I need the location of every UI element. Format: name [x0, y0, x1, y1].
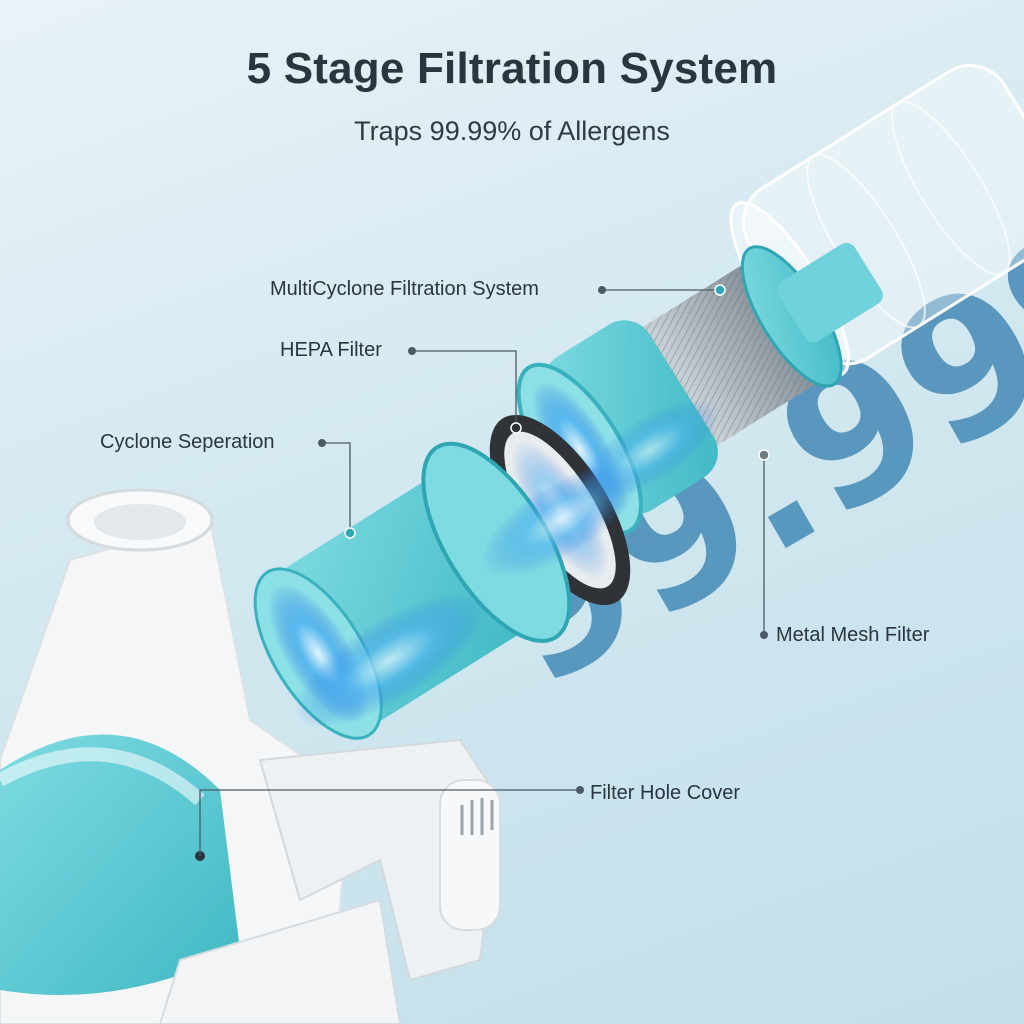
callout-metal-mesh-filter: Metal Mesh Filter: [776, 624, 930, 646]
leader-filter-hole-cover: [199, 789, 580, 856]
callout-leader-lines: [199, 284, 770, 856]
page-title: 5 Stage Filtration System: [246, 44, 778, 93]
callout-multicyclone: MultiCyclone Filtration System: [270, 278, 539, 300]
vacuum-body: [0, 488, 502, 1024]
leader-hepa: [412, 350, 517, 428]
leader-cyclone: [322, 442, 351, 533]
page-subtitle: Traps 99.99% of Allergens: [354, 116, 670, 146]
callout-cyclone-separation: Cyclone Seperation: [100, 431, 275, 453]
callout-hepa-filter: HEPA Filter: [280, 339, 382, 361]
airflow-glow: [294, 399, 720, 728]
callout-filter-hole-cover: Filter Hole Cover: [590, 782, 741, 804]
